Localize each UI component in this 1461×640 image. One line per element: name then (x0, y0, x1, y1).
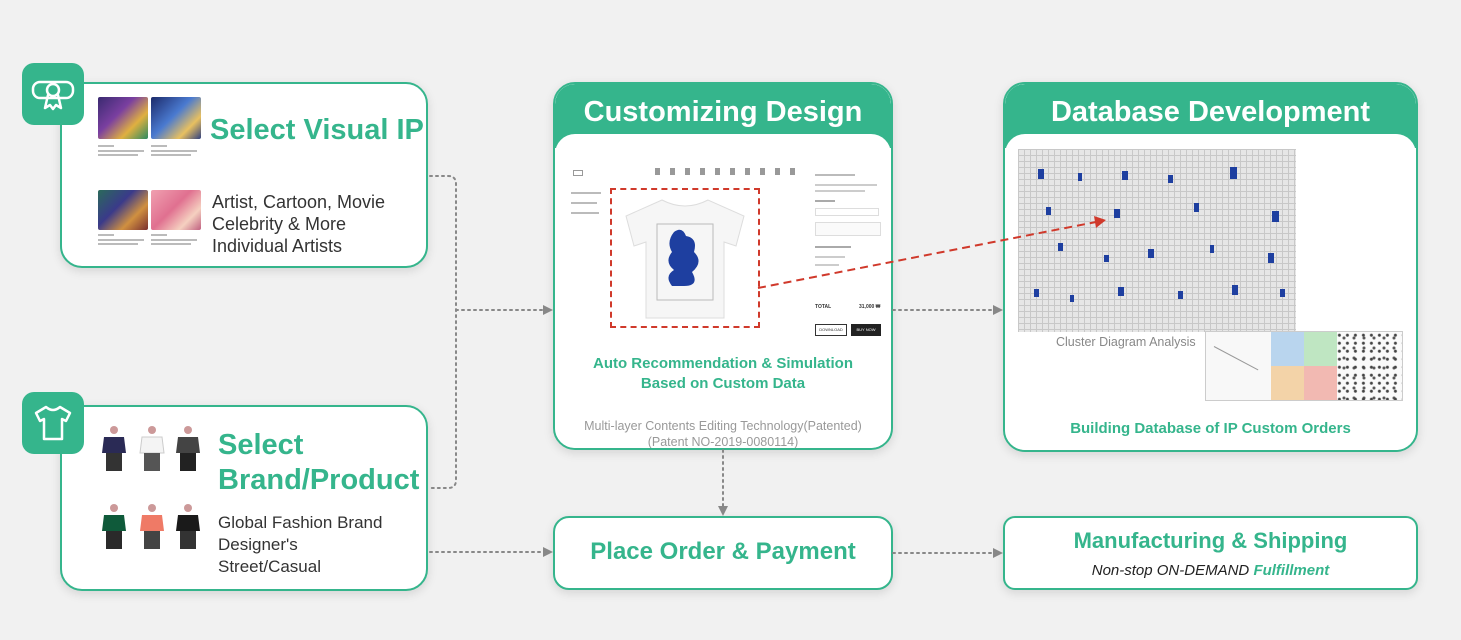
recommendation-arrow (758, 222, 1096, 288)
